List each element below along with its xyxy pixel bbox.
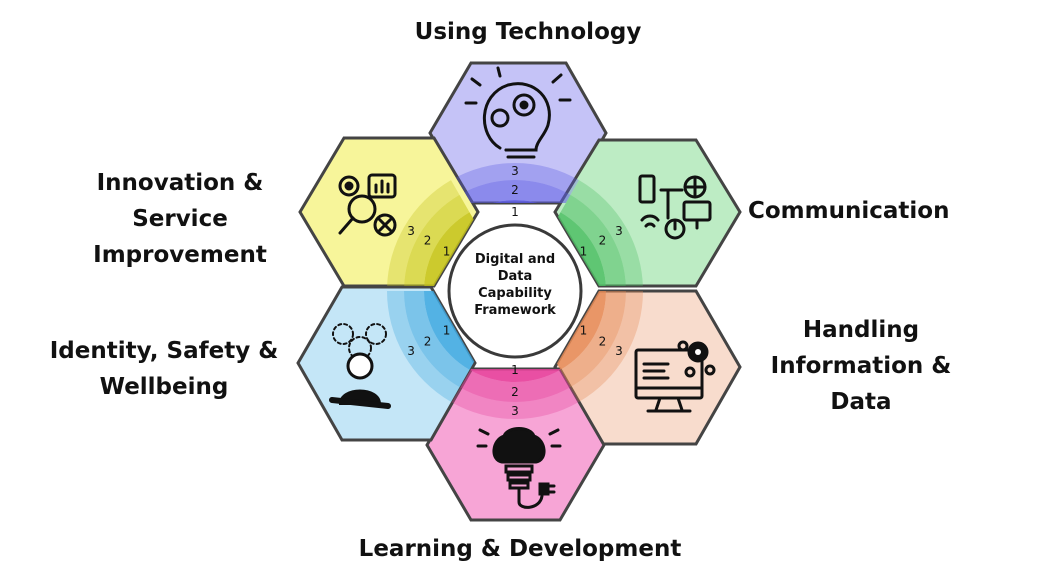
ring-sector-bl-level-3 [387,291,460,402]
center-circle [447,223,583,359]
capability-rings [387,163,643,419]
level-label-tl-2: 2 [424,234,432,248]
ring-sector-tr-level-2 [560,194,626,286]
level-label-bot-2: 2 [511,385,519,399]
ring-sector-br-level-2 [560,291,626,388]
ring-sector-bot-level-2 [459,369,571,402]
ring-sector-bot-level-3 [451,387,579,419]
level-label-br-1: 1 [580,324,588,338]
level-label-bl-1: 1 [443,324,451,338]
brain-bulb-icon [476,427,562,509]
center-title-line: Framework [474,303,556,318]
center-title-line: Capability [478,286,552,301]
ring-sector-top-level-2 [459,179,571,203]
level-label-br-2: 2 [599,335,607,349]
ring-sector-bot-level-1 [469,369,561,382]
ring-sector-tl-level-2 [404,194,470,286]
level-label-bl-3: 3 [407,344,415,358]
level-label-tr-1: 1 [580,245,588,259]
label-handling-information: Handling Information & Data [770,317,952,415]
center-title-line: Data [498,269,533,284]
person-thinking-icon [329,323,391,409]
level-label-bot-1: 1 [511,363,519,377]
level-label-tl-3: 3 [407,224,415,238]
level-label-bot-3: 3 [511,404,519,418]
ring-sector-tr-level-3 [570,180,643,286]
level-label-top-1: 1 [511,205,519,219]
label-using-technology: Using Technology [414,19,642,45]
level-label-bl-2: 2 [424,335,432,349]
level-label-tr-2: 2 [599,234,607,248]
label-learning-development: Learning & Development [358,536,682,562]
connected-devices-icon [638,174,712,240]
monitor-gears-icon [634,340,716,413]
label-communication: Communication [748,198,950,224]
level-label-tr-3: 3 [615,224,623,238]
level-label-top-3: 3 [511,164,519,178]
level-label-top-2: 2 [511,183,519,197]
magnifier-chart-icon [338,173,397,237]
ring-sector-top-level-3 [451,163,579,195]
level-label-tl-1: 1 [443,245,451,259]
ring-sector-tl-level-3 [387,180,460,286]
lightbulb-gears-icon [464,66,572,159]
label-innovation-service: Innovation & Service Improvement [93,170,267,268]
level-label-br-3: 3 [615,344,623,358]
ring-sector-br-level-3 [570,291,643,402]
ring-sector-bl-level-1 [424,291,475,370]
label-identity-safety: Identity, Safety & Wellbeing [49,338,279,400]
ring-sector-bl-level-2 [404,291,470,388]
center-title-line: Digital and [475,252,555,267]
